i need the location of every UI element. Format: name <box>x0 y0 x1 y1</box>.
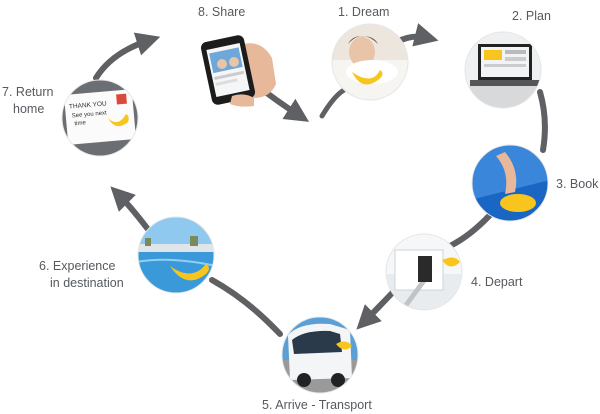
arrow-book-to-depart <box>447 212 493 249</box>
postcard-line-1: THANK YOU <box>69 100 108 110</box>
label-experience: 6. Experience <box>39 259 116 273</box>
label-book: 3. Book <box>556 177 599 191</box>
label-dream: 1. Dream <box>338 5 389 19</box>
postcard-line-2: See you next <box>72 110 108 119</box>
label-in-destination: in destination <box>50 276 124 290</box>
label-arrive-transport: 5. Arrive - Transport <box>262 398 372 412</box>
experience-photo <box>138 217 214 293</box>
label-share: 8. Share <box>198 5 245 19</box>
label-plan: 2. Plan <box>512 9 551 23</box>
arrive-photo <box>282 317 358 393</box>
step-return-home: THANK YOU See you next time <box>61 79 139 157</box>
step-labels: 1. Dream 2. Plan 3. Book 4. Depart 5. Ar… <box>2 5 599 412</box>
label-return: 7. Return <box>2 85 53 99</box>
arrow-depart-to-arrive <box>356 287 398 330</box>
book-photo <box>472 145 548 221</box>
arrow-experience-to-return <box>110 186 153 235</box>
arrow-arrive-to-experience <box>209 277 283 337</box>
step-experience-in-destination <box>137 216 215 294</box>
label-home: home <box>13 102 44 116</box>
postcard-line-3: time <box>74 120 86 127</box>
step-plan <box>464 31 542 109</box>
arrow-plan-to-book <box>537 89 548 153</box>
depart-photo <box>386 234 462 310</box>
step-share <box>200 35 276 107</box>
label-depart: 4. Depart <box>471 275 523 289</box>
return-photo: THANK YOU See you next time <box>62 80 138 156</box>
arrow-return-to-share <box>93 32 161 81</box>
step-arrive-transport <box>281 316 359 394</box>
arrow-share-to-dream-tail <box>319 87 347 119</box>
step-book <box>471 144 549 222</box>
plan-photo <box>465 32 541 108</box>
step-depart <box>385 233 463 311</box>
share-photo <box>200 35 276 107</box>
